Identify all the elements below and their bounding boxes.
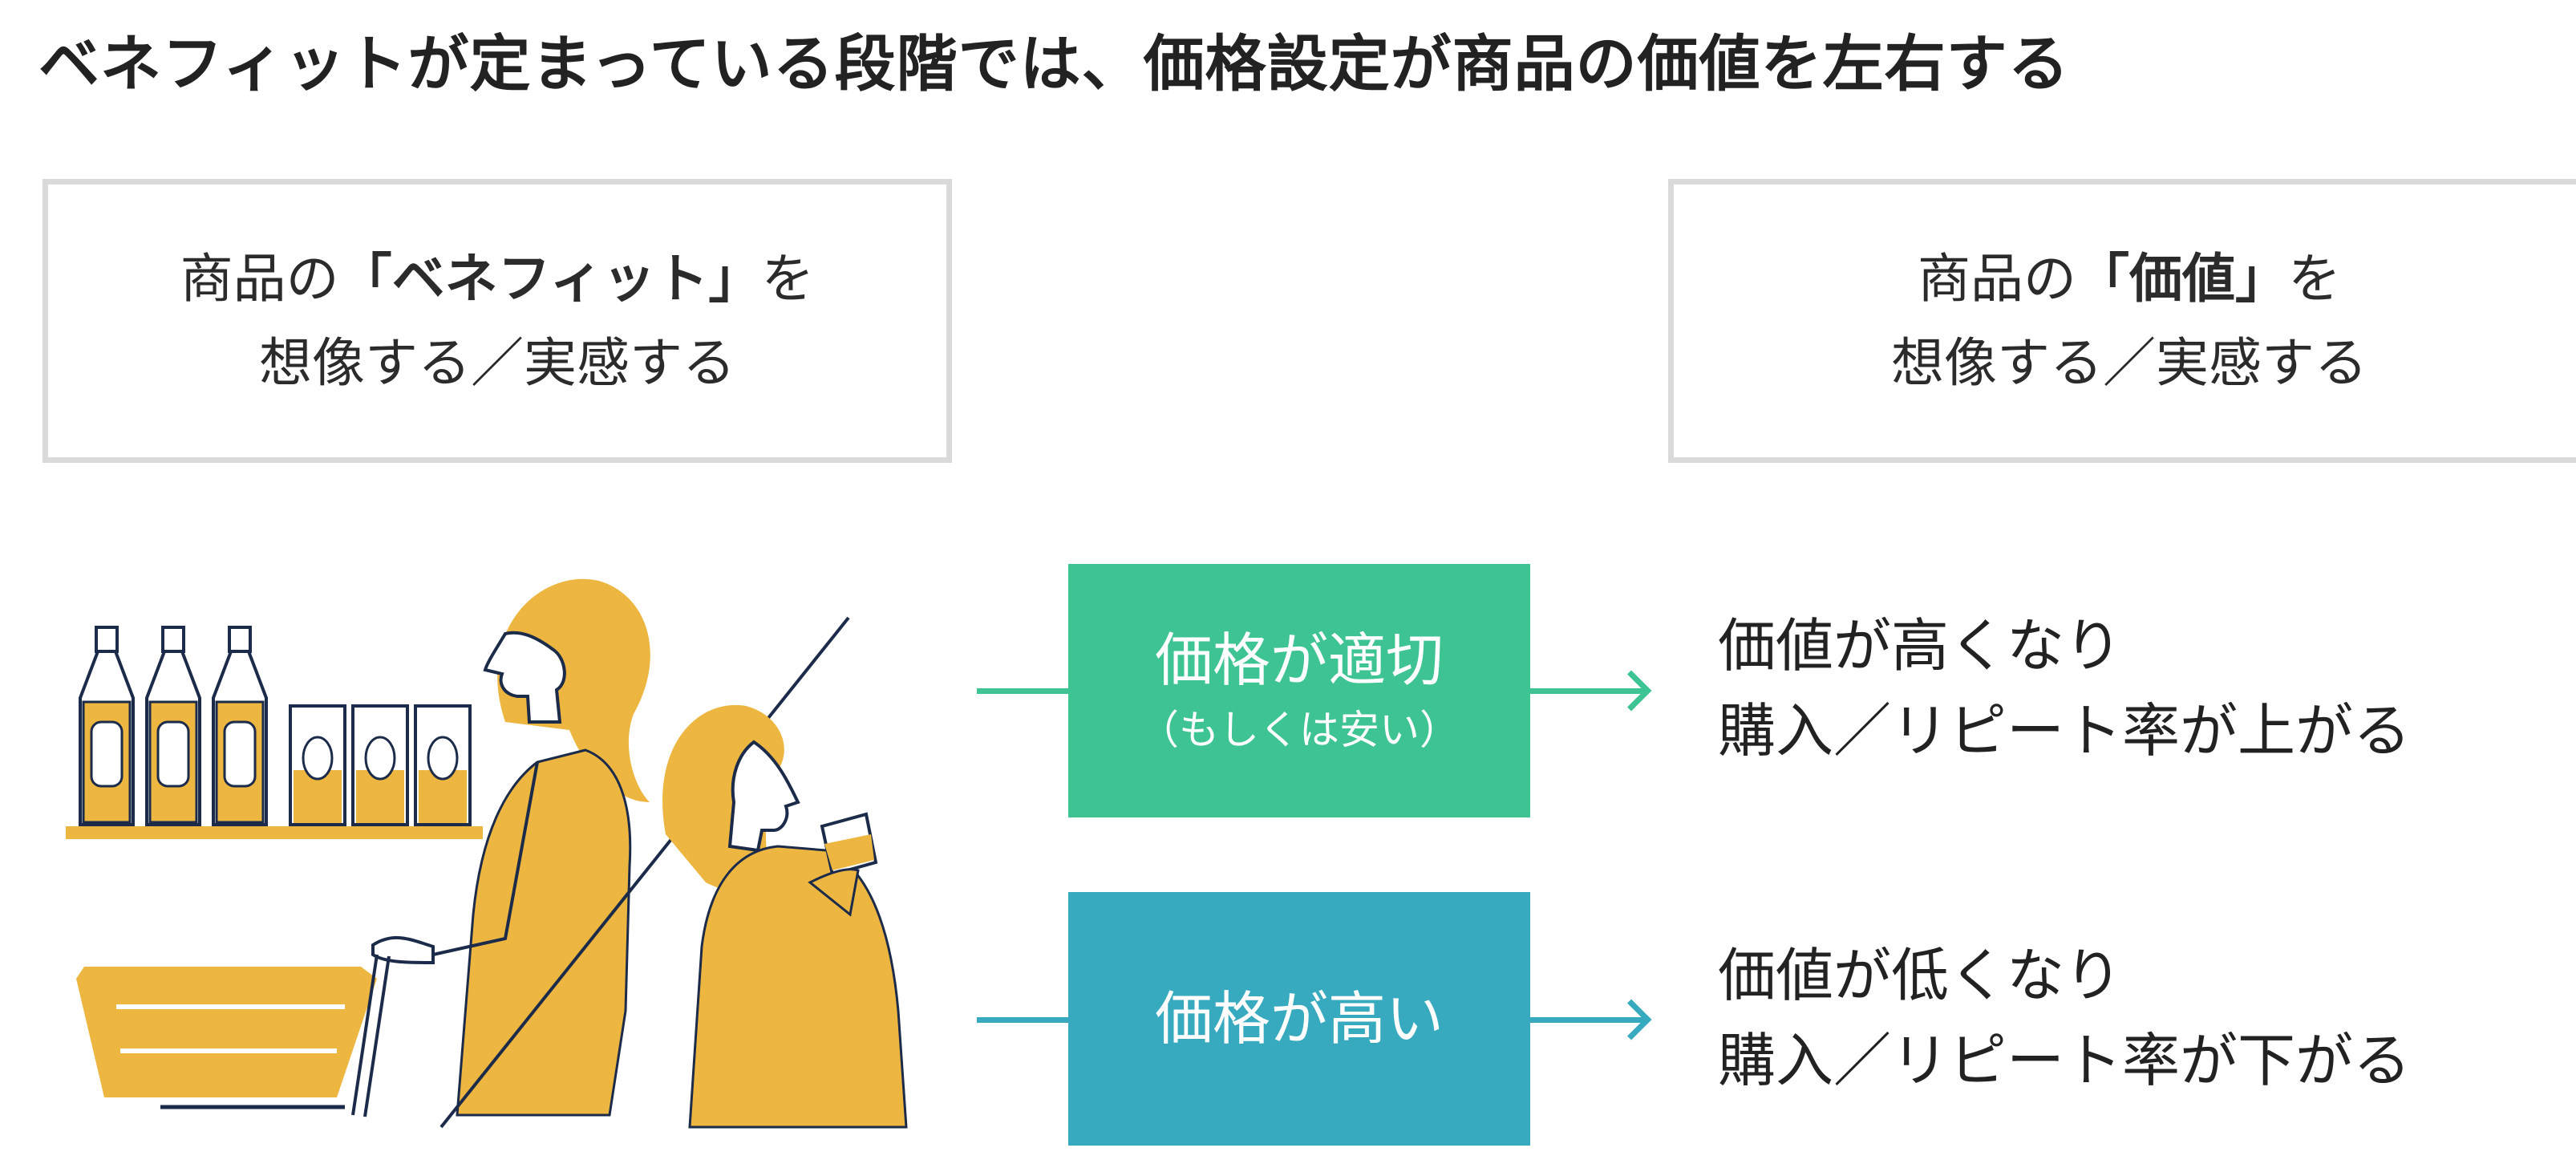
price-high-box: 価格が高い — [1068, 892, 1530, 1146]
result-bad-line2: 購入／リピート率が下がる — [1718, 1027, 2412, 1094]
benefit-box-line1: 商品の「ベネフィット」を — [180, 237, 815, 321]
price-high-label: 価格が高い — [1154, 985, 1444, 1052]
flow-line-high-in — [977, 1017, 1068, 1023]
benefit-box-highlight: 「ベネフィット」 — [338, 248, 762, 310]
value-box-highlight: 「価値」 — [2076, 248, 2288, 310]
price-appropriate-label: 価格が適切 — [1154, 627, 1444, 694]
price-appropriate-sublabel: （もしくは安い） — [1139, 707, 1460, 753]
result-bad: 価値が低くなり 購入／リピート率が下がる — [1718, 933, 2411, 1103]
value-box-suffix: を — [2288, 248, 2341, 310]
value-box-line2: 想像する／実感する — [1891, 332, 2367, 394]
page-title: ベネフィットが定まっている段階では、価格設定が商品の価値を左右する — [38, 28, 2070, 99]
shelf-bottles-icon — [66, 626, 483, 839]
shopping-basket-icon — [76, 954, 391, 1117]
value-box-line1: 商品の「価値」を — [1918, 237, 2341, 321]
arrow-right-icon — [1610, 999, 1652, 1040]
shopping-illustration — [66, 578, 908, 1129]
benefit-box-line2: 想像する／実感する — [259, 332, 735, 394]
result-good-line1: 価値が高くなり — [1718, 612, 2123, 679]
flow-line-high-out — [1530, 1017, 1644, 1023]
drinking-woman-icon — [662, 704, 908, 1129]
result-good: 価値が高くなり 購入／リピート率が上がる — [1718, 603, 2411, 773]
benefit-box-suffix: を — [761, 248, 815, 310]
value-box: 商品の「価値」を 想像する／実感する — [1668, 179, 2576, 463]
value-box-prefix: 商品の — [1918, 248, 2076, 310]
flow-line-appropriate-in — [977, 688, 1068, 694]
price-appropriate-box: 価格が適切 （もしくは安い） — [1068, 564, 1530, 817]
shopper-woman-icon — [371, 578, 650, 1117]
flow-line-appropriate-out — [1530, 688, 1644, 694]
arrow-right-icon — [1610, 670, 1652, 712]
result-bad-line1: 価値が低くなり — [1718, 942, 2123, 1009]
benefit-box: 商品の「ベネフィット」を 想像する／実感する — [43, 179, 952, 463]
benefit-box-prefix: 商品の — [180, 248, 339, 310]
result-good-line2: 購入／リピート率が上がる — [1718, 697, 2412, 765]
